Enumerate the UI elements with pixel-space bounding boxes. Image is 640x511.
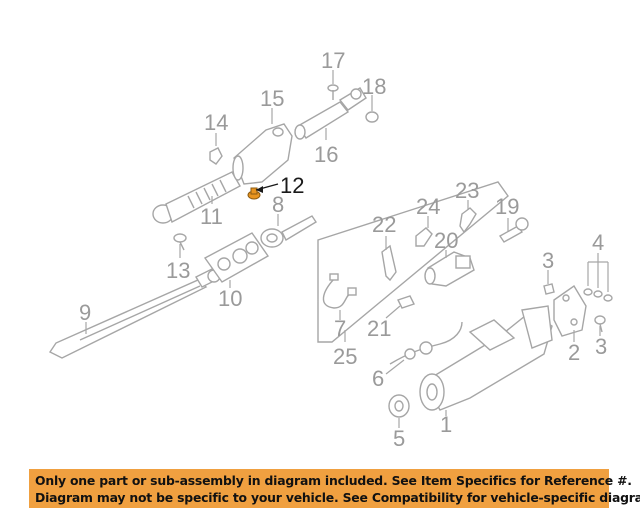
part-1-column-jacket (419, 305, 553, 416)
label-23: 23 (455, 178, 479, 203)
part-9-steering-shaft (48, 267, 221, 359)
label-3-upper: 3 (542, 248, 554, 273)
part-7-wire-harness (322, 273, 357, 320)
label-18: 18 (362, 74, 386, 99)
part-10-joint (203, 232, 270, 288)
label-13: 13 (166, 258, 190, 283)
label-5: 5 (393, 426, 405, 451)
part-13-bolt (173, 233, 187, 258)
label-12: 12 (280, 173, 304, 198)
part-8-shaft-section (260, 214, 317, 248)
part-24-clip (415, 216, 433, 247)
part-17-bolt (327, 70, 339, 100)
label-11: 11 (200, 204, 223, 229)
parts-diagram: 17 18 15 14 16 12 8 11 13 10 9 23 24 19 … (48, 48, 613, 451)
part-18-nut (365, 95, 379, 123)
part-12-bolt-highlighted (247, 183, 279, 200)
disclaimer-line-2: Diagram may not be specific to your vehi… (35, 490, 640, 505)
part-19-switch-rod (498, 217, 529, 243)
part-16-upper-shaft (294, 87, 367, 140)
part-6-shift-cable (385, 321, 463, 375)
label-9: 9 (79, 300, 91, 325)
part-3-upper-fastener (543, 270, 555, 295)
label-4: 4 (592, 230, 604, 255)
part-3-lower-fastener (594, 315, 606, 336)
label-17: 17 (321, 48, 345, 73)
part-20-lock-housing (424, 250, 475, 287)
part-2-mount-bracket (553, 284, 587, 342)
part-25-assembly-outline (317, 181, 509, 343)
part-21-bracket (385, 295, 415, 319)
part-15-column-housing (232, 108, 293, 185)
label-8: 8 (272, 192, 284, 217)
label-6: 6 (372, 366, 384, 391)
label-16: 16 (314, 142, 338, 167)
part-4-fastener-set (583, 253, 613, 302)
label-24: 24 (416, 194, 440, 219)
part-22-lever (381, 236, 397, 282)
part-5-end-cap (388, 394, 410, 428)
label-10: 10 (218, 286, 242, 311)
label-22: 22 (372, 212, 396, 237)
label-19: 19 (495, 194, 519, 219)
label-1: 1 (440, 412, 452, 437)
label-2: 2 (568, 340, 580, 365)
label-7: 7 (334, 316, 346, 341)
label-15: 15 (260, 86, 284, 111)
label-3-lower: 3 (595, 334, 607, 359)
label-14: 14 (204, 110, 228, 135)
label-20: 20 (434, 228, 458, 253)
part-14-clip (209, 133, 223, 165)
part-23-knob (459, 200, 477, 234)
disclaimer-banner: Only one part or sub-assembly in diagram… (29, 469, 640, 508)
part-11-intermediate-shaft (152, 171, 241, 224)
disclaimer-line-1: Only one part or sub-assembly in diagram… (35, 473, 632, 488)
label-21: 21 (367, 316, 391, 341)
label-25: 25 (333, 344, 357, 369)
